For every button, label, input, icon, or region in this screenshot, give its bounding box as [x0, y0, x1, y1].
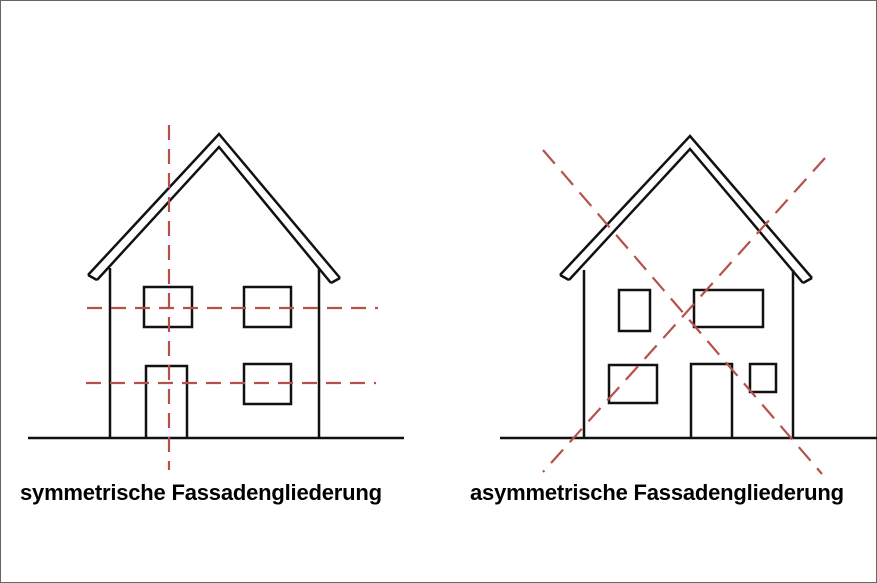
symmetry-guides	[86, 125, 378, 470]
diagonal-up	[542, 157, 826, 473]
roof-inner	[568, 147, 804, 284]
window	[692, 288, 765, 329]
symmetric-caption: symmetrische Fassadengliederung	[20, 480, 382, 505]
roof-outer	[87, 132, 341, 279]
window	[617, 288, 652, 333]
roof-inner	[96, 145, 332, 284]
asymmetric-caption: asymmetrische Fassadengliederung	[470, 480, 844, 505]
asymmetric-house	[500, 134, 877, 440]
door	[144, 364, 189, 438]
symmetric-house	[28, 132, 404, 440]
roof-outer	[559, 134, 813, 279]
cross-out-guides	[542, 149, 826, 475]
door	[689, 362, 734, 438]
window	[607, 363, 659, 405]
window	[748, 362, 778, 394]
diagonal-down	[542, 149, 823, 475]
